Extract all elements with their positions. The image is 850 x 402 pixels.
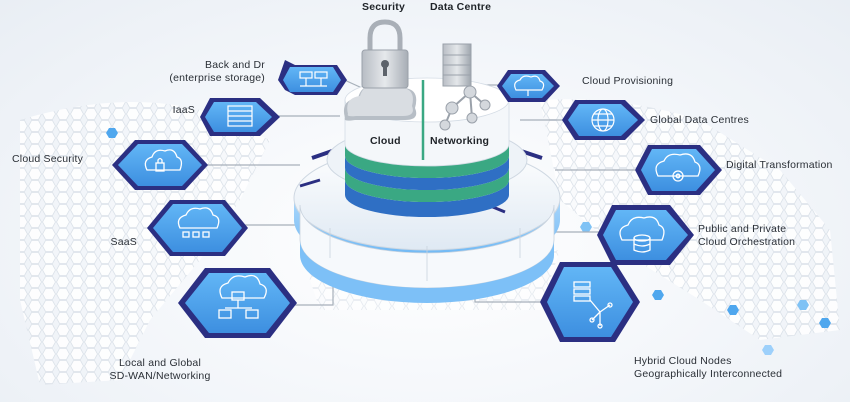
label-hybrid-line1: Hybrid Cloud Nodes bbox=[634, 355, 732, 367]
hex-node-back-dr bbox=[278, 60, 347, 95]
label-hybrid: Hybrid Cloud Nodes Geographically Interc… bbox=[634, 355, 782, 381]
padlock-icon bbox=[361, 19, 409, 89]
label-cloud-provisioning: Cloud Provisioning bbox=[582, 75, 674, 87]
label-public-private-line1: Public and Private bbox=[698, 223, 787, 235]
label-data-centre: Data Centre bbox=[430, 1, 492, 13]
central-platform bbox=[293, 19, 561, 303]
network-nodes-icon bbox=[439, 77, 491, 131]
label-networking: Networking bbox=[430, 135, 490, 147]
label-sdwan-line2: SD-WAN/Networking bbox=[109, 370, 211, 382]
server-rack-icon bbox=[227, 105, 253, 127]
hex-node-digital bbox=[635, 145, 722, 195]
hex-node-saas bbox=[147, 200, 248, 256]
label-hybrid-line2: Geographically Interconnected bbox=[634, 368, 783, 380]
hex-node-hybrid bbox=[540, 262, 640, 342]
server-tower-icon bbox=[442, 43, 472, 87]
label-sdwan-line1: Local and Global bbox=[118, 357, 201, 369]
hex-node-public-private bbox=[597, 205, 694, 265]
hex-node-cloud-provisioning bbox=[497, 70, 560, 102]
label-back-dr: Back and Dr (enterprise storage) bbox=[150, 59, 265, 85]
cloud-gear-icon bbox=[655, 153, 701, 182]
label-digital: Digital Transformation bbox=[726, 159, 833, 171]
hex-node-sdwan bbox=[178, 268, 297, 338]
label-security: Security bbox=[362, 1, 406, 13]
server-network-icon bbox=[299, 71, 328, 87]
hex-node-cloud-security bbox=[112, 140, 208, 190]
label-back-dr-line2: (enterprise storage) bbox=[169, 72, 265, 84]
hex-node-global-dc bbox=[562, 100, 645, 140]
cloud-database-icon bbox=[619, 216, 665, 253]
label-public-private: Public and Private Cloud Orchestration bbox=[698, 223, 795, 249]
label-global-dc: Global Data Centres bbox=[650, 114, 749, 126]
label-saas: SaaS bbox=[110, 236, 137, 248]
label-cloud-security: Cloud Security bbox=[12, 153, 84, 165]
label-sdwan: Local and Global SD-WAN/Networking bbox=[95, 357, 225, 383]
disk-stack bbox=[344, 77, 510, 217]
label-back-dr-line1: Back and Dr bbox=[205, 59, 265, 71]
hex-node-iaas bbox=[200, 98, 280, 136]
label-cloud: Cloud bbox=[370, 135, 401, 147]
label-public-private-line2: Cloud Orchestration bbox=[698, 236, 796, 248]
cloud-lock-icon bbox=[144, 149, 183, 172]
cloud-provision-icon bbox=[514, 75, 545, 96]
cloud-network-icon bbox=[218, 274, 267, 319]
cloud-3d-icon bbox=[343, 80, 417, 121]
cloud-apps-icon bbox=[177, 207, 220, 238]
server-tree-icon bbox=[573, 281, 613, 329]
label-iaas: IaaS bbox=[172, 104, 195, 116]
globe-icon bbox=[591, 108, 615, 132]
